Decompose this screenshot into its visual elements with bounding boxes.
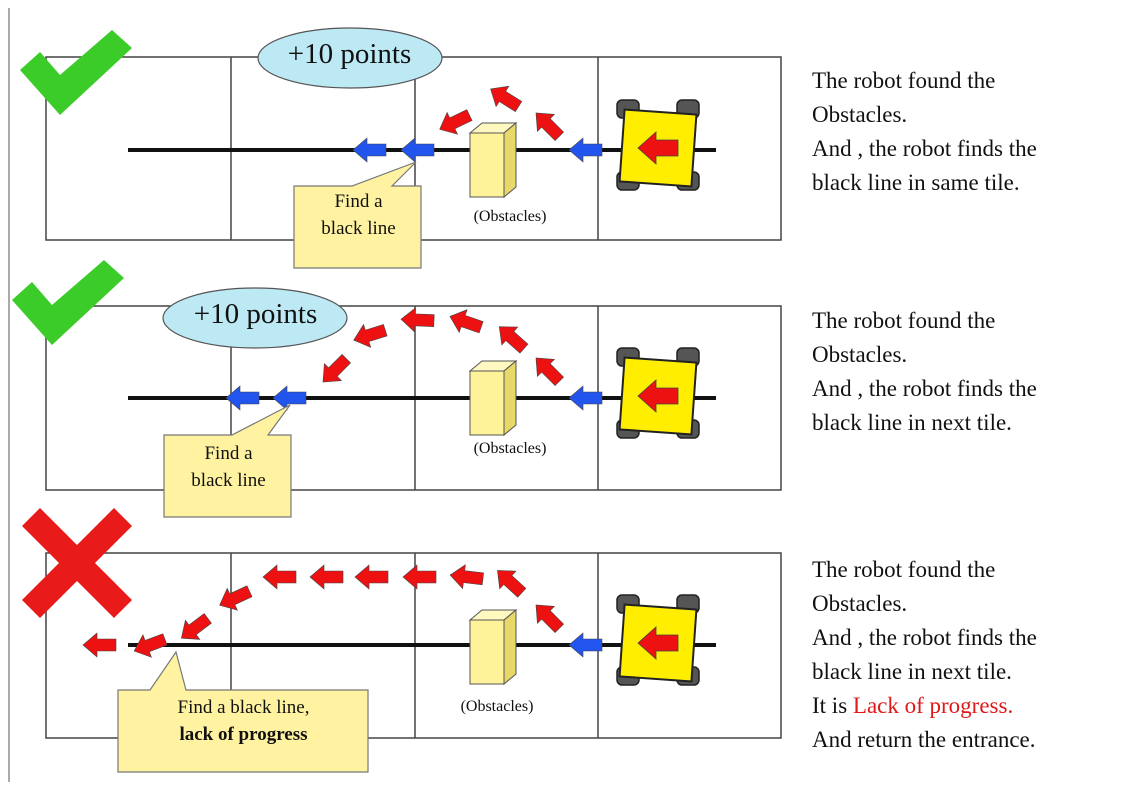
- lack-of-progress-text: Lack of progress.: [852, 693, 1014, 718]
- obstacle-box: [468, 359, 518, 437]
- description-1: The robot found the Obstacles. And , the…: [812, 68, 1037, 195]
- red-cross-icon: [22, 508, 132, 618]
- callout-box: [293, 161, 422, 269]
- callout-text-2: Find a black line: [191, 443, 266, 491]
- callout-text-1: Find a black line: [321, 191, 396, 239]
- lack-prefix: It is: [812, 693, 853, 718]
- robot: [616, 594, 700, 686]
- description-3: The robot found the Obstacles. And , the…: [812, 557, 1037, 752]
- robot: [616, 347, 700, 439]
- obstacles-label-1: (Obstacles): [473, 208, 547, 225]
- robot-direction-arrow: [637, 626, 679, 660]
- points-ellipse: [162, 287, 348, 349]
- green-check-icon: [12, 260, 124, 345]
- green-check-icon: [20, 30, 132, 115]
- callout-box: [117, 650, 369, 773]
- robot-direction-arrow: [637, 131, 679, 165]
- scenario-1: [45, 27, 782, 269]
- callout-text-3: Find a black line, lack of progress: [177, 697, 310, 745]
- robot: [616, 99, 700, 191]
- points-label-1: +10 points: [287, 38, 412, 70]
- obstacles-label-3: (Obstacles): [460, 698, 534, 715]
- scenario-3: [45, 552, 782, 773]
- callout-box: [163, 404, 292, 518]
- scenario-2: [45, 287, 782, 518]
- description-2: The robot found the Obstacles. And , the…: [812, 308, 1037, 435]
- obstacle-box: [468, 121, 518, 199]
- obstacles-label-2: (Obstacles): [473, 440, 547, 457]
- obstacle-box: [468, 608, 518, 686]
- points-ellipse: [257, 27, 443, 89]
- points-label-2: +10 points: [193, 298, 318, 330]
- robot-direction-arrow: [637, 379, 679, 413]
